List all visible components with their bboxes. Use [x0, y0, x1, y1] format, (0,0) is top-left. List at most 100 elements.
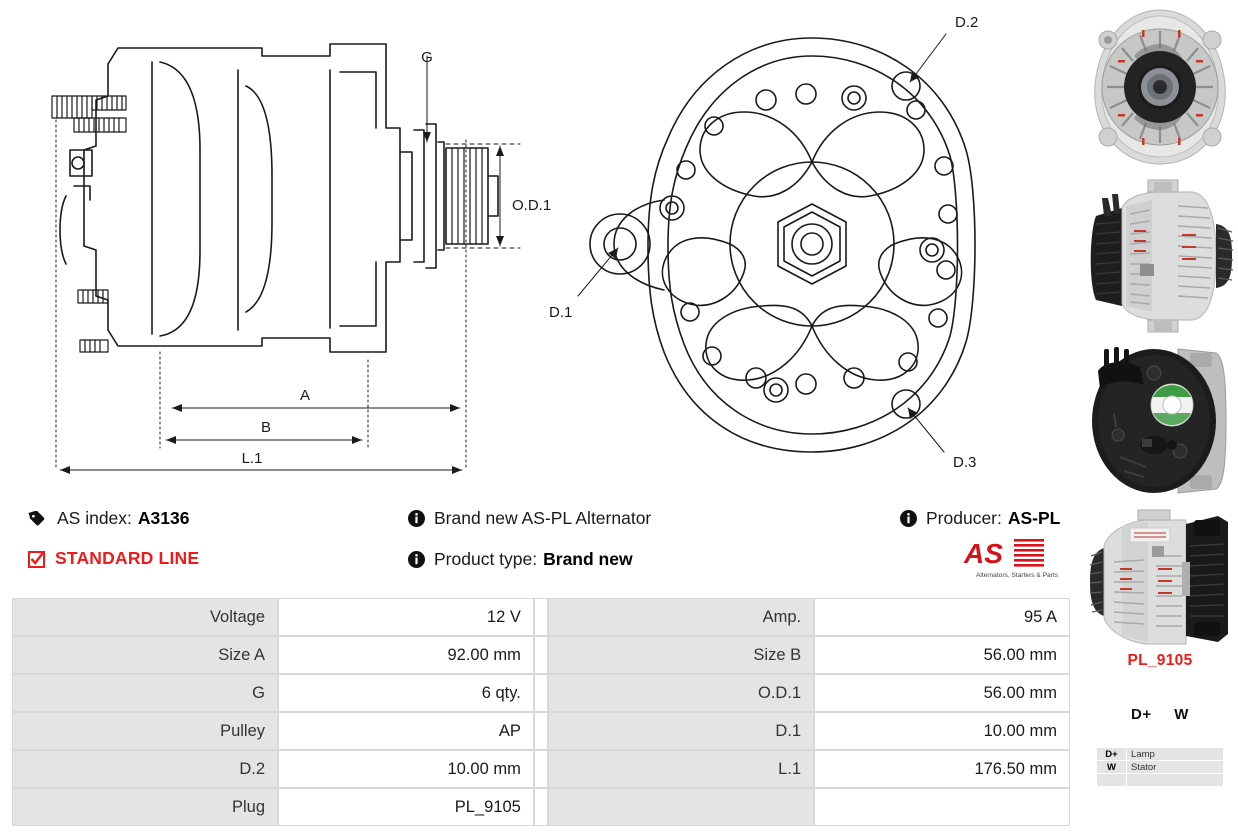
spec-key: Plug — [12, 788, 279, 826]
vent-holes — [676, 83, 958, 395]
alternator-side-view-pulley-left-photo[interactable] — [1082, 506, 1238, 656]
product-info-block: AS index: A3136 STANDARD LINE Brand new … — [0, 498, 1080, 590]
front-view-body — [589, 37, 976, 453]
spec-value: 10.00 mm — [814, 712, 1070, 750]
aspl-logo: AS Alternators, Starters & Parts — [962, 536, 1072, 580]
spec-value: 56.00 mm — [814, 636, 1070, 674]
column-gap — [533, 750, 549, 788]
dimension-od1 — [445, 143, 521, 249]
spec-table: Voltage 12 V Amp. 95 A Size A 92.00 mm S… — [12, 598, 1070, 826]
column-gap — [533, 674, 549, 712]
producer-line: Producer: AS-PL — [900, 508, 1060, 529]
legend-function: Lamp — [1126, 747, 1224, 761]
table-row: G 6 qty. O.D.1 56.00 mm — [12, 674, 1070, 712]
alternator-front-view-photo[interactable] — [1082, 4, 1238, 169]
spec-value: AP — [278, 712, 534, 750]
label-g: G — [421, 49, 433, 66]
legend-row: W Stator — [1096, 760, 1224, 774]
info-icon — [408, 510, 425, 527]
producer-value: AS-PL — [1007, 508, 1061, 528]
column-gap — [533, 636, 549, 674]
spec-key: Pulley — [12, 712, 279, 750]
table-row: Pulley AP D.1 10.00 mm — [12, 712, 1070, 750]
plug-legend-table: D+ Lamp W Stator — [1096, 747, 1224, 787]
producer-label: Producer: — [926, 508, 1002, 528]
spec-value: 6 qty. — [278, 674, 534, 712]
spec-key: O.D.1 — [548, 674, 815, 712]
column-gap — [533, 598, 549, 636]
as-index-value: A3136 — [137, 508, 190, 528]
brand-description-line: Brand new AS-PL Alternator — [408, 508, 651, 529]
aspl-logo-stripes — [1014, 539, 1044, 567]
table-row: Size A 92.00 mm Size B 56.00 mm — [12, 636, 1070, 674]
as-index-label: AS index: — [57, 508, 132, 528]
spec-value: 176.50 mm — [814, 750, 1070, 788]
label-a: A — [300, 387, 310, 404]
table-row: D.2 10.00 mm L.1 176.50 mm — [12, 750, 1070, 788]
spec-value: 95 A — [814, 598, 1070, 636]
spec-key: Amp. — [548, 598, 815, 636]
product-type-label: Product type: — [434, 549, 538, 569]
aspl-logo-tagline: Alternators, Starters & Parts — [976, 572, 1059, 579]
label-od1: O.D.1 — [512, 197, 551, 214]
legend-pin — [1096, 773, 1127, 787]
label-d1: D.1 — [549, 304, 572, 321]
spec-value: PL_9105 — [278, 788, 534, 826]
side-view-body — [51, 43, 499, 353]
checkbox-checked-icon — [28, 550, 46, 568]
spec-value: 56.00 mm — [814, 674, 1070, 712]
specifications-table: Voltage 12 V Amp. 95 A Size A 92.00 mm S… — [12, 598, 1070, 826]
aspl-logo-text: AS — [963, 538, 1003, 569]
plug-terminals: D+ W — [1082, 706, 1238, 723]
spec-key: Size A — [12, 636, 279, 674]
legend-row: D+ Lamp — [1096, 747, 1224, 761]
drawing-canvas: G O.D.1 A B L.1 D.2 D.1 D.3 — [51, 14, 978, 474]
label-b: B — [261, 419, 271, 436]
info-icon — [900, 510, 917, 527]
spec-value: 10.00 mm — [278, 750, 534, 788]
product-photo-strip — [1082, 0, 1238, 838]
column-gap — [533, 788, 549, 826]
callout-d2 — [909, 33, 947, 83]
technical-drawings: G O.D.1 A B L.1 D.2 D.1 D.3 — [51, 14, 978, 474]
label-l1: L.1 — [242, 450, 263, 467]
alternator-side-view-regulator-left-photo[interactable] — [1082, 176, 1238, 336]
legend-pin: D+ — [1096, 747, 1127, 761]
spec-value — [814, 788, 1070, 826]
tag-icon — [28, 510, 48, 527]
table-row: Plug PL_9105 — [12, 788, 1070, 826]
plug-terminal: W — [1174, 706, 1189, 723]
dimension-extension-lines — [55, 119, 467, 471]
dimension-g — [423, 55, 431, 143]
brand-description-text: Brand new AS-PL Alternator — [434, 508, 652, 528]
label-d2: D.2 — [955, 14, 978, 31]
spec-key: G — [12, 674, 279, 712]
plug-name: PL_9105 — [1127, 652, 1193, 669]
legend-function: Stator — [1126, 760, 1224, 774]
plug-info-block: PL_9105 D+ W D+ Lamp W Stator — [1082, 652, 1238, 787]
column-gap — [533, 712, 549, 750]
spec-key: D.1 — [548, 712, 815, 750]
spec-key: L.1 — [548, 750, 815, 788]
callout-d3 — [907, 407, 945, 453]
standard-line-text: STANDARD LINE — [55, 548, 200, 568]
plug-terminal: D+ — [1131, 706, 1152, 723]
callout-d1 — [577, 247, 619, 297]
spec-value: 12 V — [278, 598, 534, 636]
dimension-a — [171, 404, 461, 412]
mounting-bosses — [659, 85, 945, 403]
product-type-value: Brand new — [543, 549, 633, 569]
table-row: Voltage 12 V Amp. 95 A — [12, 598, 1070, 636]
spec-key: Size B — [548, 636, 815, 674]
spec-key: D.2 — [12, 750, 279, 788]
alternator-rear-view-black-cover-photo[interactable] — [1082, 341, 1238, 501]
legend-function — [1126, 773, 1224, 787]
dimension-b — [165, 436, 363, 444]
dimension-l1 — [59, 466, 463, 474]
spec-key — [548, 788, 815, 826]
spec-key: Voltage — [12, 598, 279, 636]
legend-row — [1096, 773, 1224, 787]
spec-value: 92.00 mm — [278, 636, 534, 674]
as-index-line: AS index: A3136 — [28, 508, 189, 529]
